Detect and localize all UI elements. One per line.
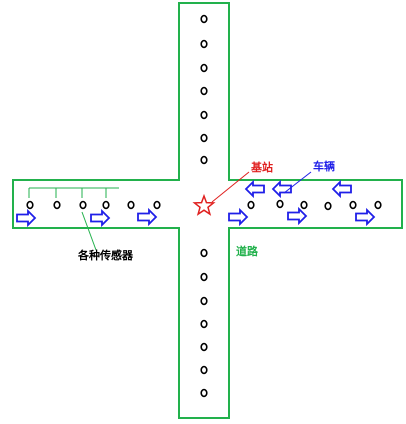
road-outline (12, 2, 403, 419)
sensor-ring-icon (102, 200, 110, 210)
callout-lines (81, 171, 312, 251)
vehicle-callout-line (283, 171, 312, 194)
vehicle-arrow-icon (331, 179, 352, 199)
sensor-ring-icon (374, 200, 382, 210)
sensor-ring-icon (200, 110, 208, 120)
sensor-ring-icon (349, 200, 357, 210)
sensor-ring-icon (200, 248, 208, 258)
base-station-star-icon (192, 193, 216, 216)
sensor-ring-icon (53, 200, 61, 210)
sensor-ring-icon (200, 319, 208, 329)
base-station-label: 基站 (251, 161, 273, 174)
vehicle-label: 车辆 (313, 160, 335, 173)
sensor-ring-icon (200, 63, 208, 73)
sensor-ring-icon (200, 86, 208, 96)
sensor-ring-icon (200, 365, 208, 375)
road-label: 道路 (236, 245, 258, 258)
vehicle-arrow-icon (287, 206, 308, 226)
sensor-ring-icon (200, 342, 208, 352)
sensors-label: 各种传感器 (78, 249, 133, 262)
base-station-callout-line (211, 171, 250, 203)
sensor-ring-icon (200, 14, 208, 24)
vehicle-arrow-icon (137, 207, 158, 227)
sensor-ring-icon (247, 200, 255, 210)
sensor-bracket (28, 187, 119, 198)
sensor-ring-icon (79, 200, 87, 210)
vehicle-group (16, 179, 376, 228)
vehicle-arrow-icon (271, 179, 292, 199)
sensor-ring-icon (200, 39, 208, 49)
vehicle-arrow-icon (244, 179, 265, 199)
sensor-ring-icon (276, 199, 284, 209)
vehicle-arrow-icon (90, 208, 111, 228)
vehicle-arrow-icon (355, 207, 376, 227)
sensor-ring-icon (200, 388, 208, 398)
sensor-ring-icon (200, 155, 208, 165)
sensor-ring-icon (324, 201, 332, 211)
sensor-ring-icon (26, 200, 34, 210)
sensor-ring-icon (153, 200, 161, 210)
vehicle-arrow-icon (16, 208, 37, 228)
sensor-ring-icon (200, 133, 208, 143)
sensor-ring-icon (300, 200, 308, 210)
sensor-group (26, 14, 382, 398)
sensor-ring-icon (200, 296, 208, 306)
sensor-ring-icon (127, 200, 135, 210)
sensor-ring-icon (200, 272, 208, 282)
vehicle-arrow-icon (228, 207, 249, 227)
sensor-callout-line (81, 211, 97, 251)
